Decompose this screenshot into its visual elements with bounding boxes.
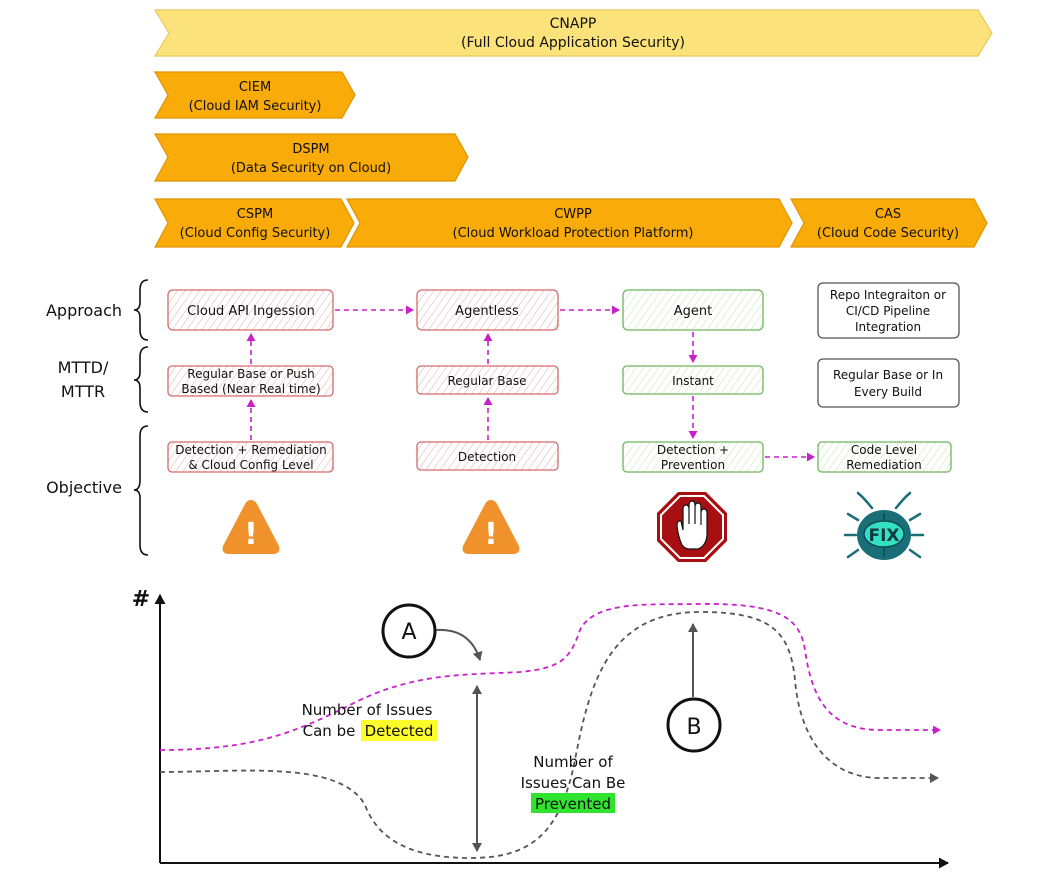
y-axis-symbol: #: [132, 587, 150, 612]
box-agentless: Agentless: [416, 289, 559, 331]
svg-text:Based (Near Real time): Based (Near Real time): [181, 382, 320, 396]
banner-cspm: CSPM (Cloud Config Security): [153, 198, 355, 248]
svg-text:Code Level: Code Level: [851, 443, 917, 457]
svg-text:!: !: [244, 517, 258, 552]
cwpp-subtitle: (Cloud Workload Protection Platform): [453, 226, 694, 241]
svg-text:Integration: Integration: [855, 320, 921, 334]
stop-hand-icon: [657, 492, 727, 562]
svg-text:Agent: Agent: [674, 304, 712, 319]
detected-highlight: [361, 720, 437, 741]
cwpp-title: CWPP: [554, 207, 592, 222]
svg-text:Number of: Number of: [533, 753, 613, 771]
ciem-subtitle: (Cloud IAM Security): [189, 99, 322, 114]
cas-title: CAS: [875, 207, 901, 222]
box-regular-base-or-build: Regular Base or In Every Build: [817, 358, 960, 408]
svg-text:Can be: Can be: [303, 722, 356, 740]
banner-cnapp: CNAPP (Full Cloud Application Security): [153, 9, 993, 57]
banner-cas: CAS (Cloud Code Security): [789, 198, 988, 248]
dspm-subtitle: (Data Security on Cloud): [231, 161, 391, 176]
svg-text:Every Build: Every Build: [854, 385, 922, 399]
box-regular-base-or-push: Regular Base or Push Based (Near Real ti…: [167, 365, 334, 397]
svg-text:Detected: Detected: [365, 722, 434, 740]
brace-mttd: [133, 346, 149, 413]
brace-approach: [133, 279, 149, 341]
row-label-objective: Objective: [46, 478, 122, 497]
curve-detected: [159, 603, 941, 751]
row-braces: [133, 279, 149, 556]
svg-text:Instant: Instant: [672, 374, 714, 388]
svg-text:Agentless: Agentless: [455, 304, 519, 319]
cas-subtitle: (Cloud Code Security): [817, 226, 959, 241]
svg-text:Regular Base: Regular Base: [447, 374, 526, 388]
prevented-highlight: [531, 793, 615, 813]
marker-b: B: [666, 623, 722, 753]
cspm-subtitle: (Cloud Config Security): [180, 226, 331, 241]
svg-text:Prevented: Prevented: [535, 795, 611, 813]
svg-text:!: !: [484, 517, 498, 552]
svg-text:& Cloud Config Level: & Cloud Config Level: [188, 458, 313, 472]
box-detection-prevention: Detection + Prevention: [622, 441, 764, 473]
box-detection-remediation: Detection + Remediation & Cloud Config L…: [167, 441, 334, 473]
label-detected: Number of Issues Can be Detected: [302, 701, 437, 741]
box-instant: Instant: [622, 365, 764, 395]
svg-text:A: A: [401, 620, 416, 645]
svg-text:Prevention: Prevention: [661, 458, 725, 472]
svg-text:Regular Base or Push: Regular Base or Push: [187, 367, 314, 381]
box-cloud-api-ingession: Cloud API Ingession: [167, 289, 334, 331]
svg-text:CI/CD Pipeline: CI/CD Pipeline: [846, 304, 930, 318]
row-label-approach: Approach: [46, 301, 122, 320]
svg-text:Detection +: Detection +: [657, 443, 729, 457]
ciem-title: CIEM: [239, 80, 271, 95]
dspm-title: DSPM: [292, 142, 329, 157]
box-regular-base: Regular Base: [416, 365, 559, 395]
cspm-title: CSPM: [237, 207, 273, 222]
box-repo-integration: Repo Integraiton or CI/CD Pipeline Integ…: [817, 282, 960, 339]
svg-text:B: B: [686, 715, 701, 740]
svg-text:Number of Issues: Number of Issues: [302, 701, 433, 719]
curve-prevented: [159, 611, 939, 859]
svg-text:Repo Integraiton or: Repo Integraiton or: [830, 288, 946, 302]
banner-ciem: CIEM (Cloud IAM Security): [153, 71, 356, 119]
svg-text:Detection + Remediation: Detection + Remediation: [175, 443, 327, 457]
warning-icon-2: !: [462, 500, 520, 554]
banner-dspm: DSPM (Data Security on Cloud): [153, 133, 469, 182]
svg-text:Remediation: Remediation: [846, 458, 922, 472]
svg-text:Detection: Detection: [458, 450, 516, 464]
cnapp-subtitle: (Full Cloud Application Security): [461, 35, 685, 51]
brace-objective: [133, 425, 149, 556]
label-prevented: Number of Issues Can Be Prevented: [521, 753, 626, 813]
svg-text:Regular Base or In: Regular Base or In: [833, 368, 943, 382]
svg-text:Cloud API Ingession: Cloud API Ingession: [187, 304, 315, 319]
svg-text:FIX: FIX: [868, 526, 899, 546]
cnapp-title: CNAPP: [550, 16, 597, 32]
box-code-level-remediation: Code Level Remediation: [817, 441, 952, 473]
marker-a: A: [381, 603, 483, 661]
warning-icon-1: !: [222, 500, 280, 554]
chart-axes: #: [132, 587, 949, 869]
box-agent: Agent: [622, 289, 764, 331]
banner-cwpp: CWPP (Cloud Workload Protection Platform…: [345, 198, 793, 248]
row-label-mttd: MTTD/: [58, 358, 109, 377]
svg-text:Issues Can Be: Issues Can Be: [521, 774, 626, 792]
marker-a-arrow: [435, 628, 483, 661]
flow-arrows: [246, 305, 815, 462]
bug-fix-icon: FIX: [843, 491, 925, 560]
box-detection: Detection: [416, 441, 559, 471]
row-label-mttr: MTTR: [61, 382, 105, 401]
